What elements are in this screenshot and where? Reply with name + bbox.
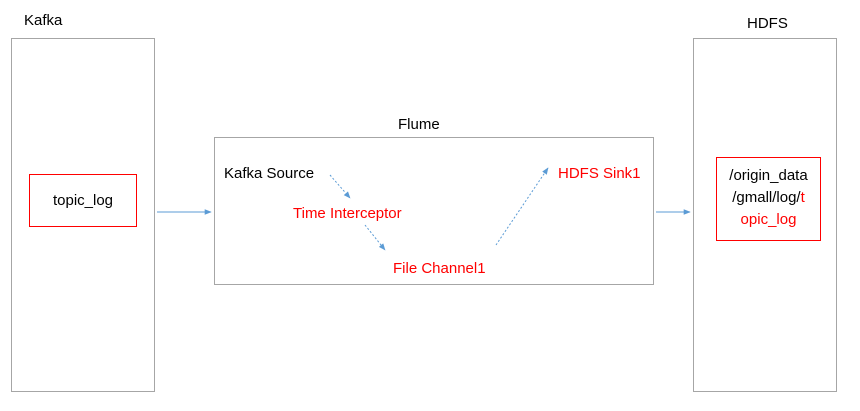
topic-log-label: topic_log [52,192,114,209]
hdfs-path-box: /origin_data /gmall/log/t opic_log [716,157,821,241]
time-interceptor-label: Time Interceptor [293,205,402,222]
hdfs-path-text: /origin_data /gmall/log/t opic_log [717,165,820,231]
hdfs-path-line1: /origin_data [729,167,808,184]
hdfs-path-line3: opic_log [740,211,797,228]
arrow-channel-to-sink [495,167,549,246]
arrow-interceptor-to-channel [364,224,386,251]
hdfs-sink-label: HDFS Sink1 [558,165,641,182]
flume-title: Flume [398,116,440,133]
flume-container [214,137,654,285]
hdfs-path-line2: /gmall/log/t [717,187,820,209]
arrow-source-to-interceptor [329,174,351,199]
file-channel-label: File Channel1 [393,260,486,277]
topic-log-box: topic_log [29,174,137,227]
kafka-source-label: Kafka Source [224,165,315,182]
hdfs-container [693,38,837,392]
kafka-title: Kafka [24,12,63,29]
hdfs-path-line2-black: /gmall/log/ [732,189,801,206]
hdfs-title: HDFS [747,15,788,32]
hdfs-path-line2-red: t [800,189,805,206]
kafka-container [11,38,155,392]
